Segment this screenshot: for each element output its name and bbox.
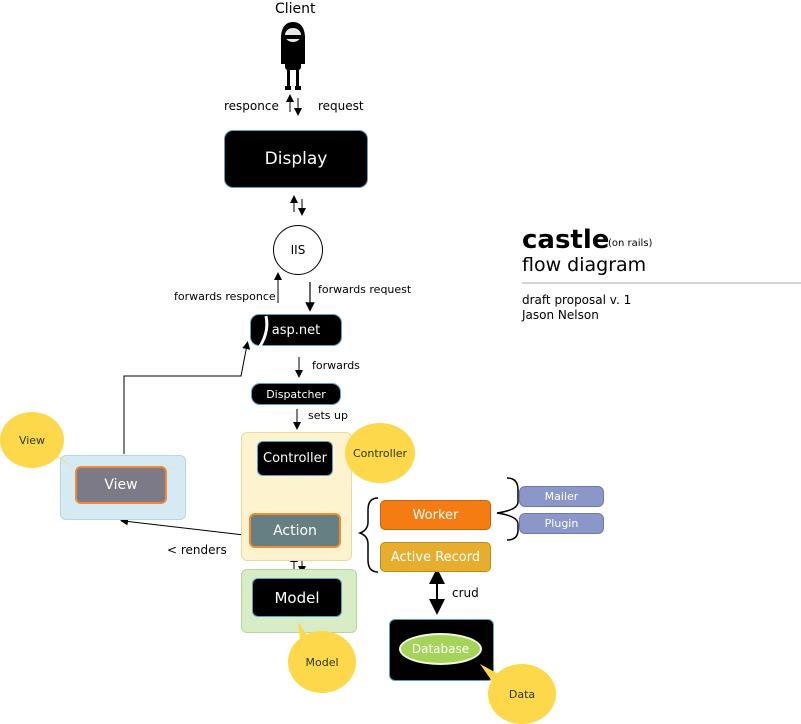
dispatcher-node-label: Dispatcher — [266, 387, 326, 401]
request-label: request — [318, 99, 364, 113]
display-node-label: Display — [264, 149, 328, 169]
database-node-label: Database — [411, 642, 470, 656]
aspnet-node-label: asp.net — [271, 322, 321, 338]
plugin-node-label: Plugin — [544, 517, 579, 530]
controller-bubble: Controller — [345, 423, 415, 483]
view-bubble: View — [0, 412, 64, 468]
active-record-node-label: Active Record — [390, 549, 481, 565]
controller-node: Controller — [257, 441, 333, 476]
worker-node: Worker — [380, 500, 491, 530]
mailer-node-label: Mailer — [544, 490, 579, 503]
responce-label: responce — [224, 99, 279, 113]
sets-up-label: sets up — [308, 409, 348, 422]
action-node-label: Action — [273, 522, 317, 539]
model-bubble: Model — [288, 631, 356, 693]
title-line2: flow diagram — [522, 254, 647, 276]
model-bubble-tail — [298, 622, 312, 642]
mailer-node: Mailer — [519, 486, 604, 507]
data-bubble-tail — [480, 664, 502, 684]
aspnet-swoosh-icon — [254, 315, 269, 353]
view-node: View — [75, 466, 167, 504]
forwards-label: forwards — [312, 359, 360, 372]
data-bubble-label: Data — [508, 687, 536, 701]
active-record-node: Active Record — [380, 542, 491, 572]
model-node-label: Model — [274, 588, 320, 607]
database-node: Database — [399, 633, 482, 665]
model-node: Model — [252, 578, 342, 617]
view-bubble-label: View — [18, 433, 46, 447]
title-sub: (on rails) — [608, 238, 653, 249]
renders-label: < renders — [167, 543, 227, 557]
iis-node: IIS — [273, 225, 323, 275]
forwards-responce-label: forwards responce — [174, 290, 276, 303]
model-bubble-label: Model — [305, 655, 339, 669]
view-bubble-tail — [50, 452, 74, 468]
controller-node-label: Controller — [263, 451, 327, 466]
crud-label: crud — [452, 586, 479, 600]
display-node: Display — [224, 130, 368, 188]
worker-node-label: Worker — [412, 507, 459, 523]
iis-node-label: IIS — [290, 243, 306, 257]
dispatcher-node: Dispatcher — [251, 383, 341, 405]
title-draft: draft proposal v. 1 — [522, 293, 632, 307]
client-label: Client — [275, 1, 316, 17]
controller-bubble-label: Controller — [352, 446, 408, 460]
action-node: Action — [249, 513, 341, 548]
plugin-node: Plugin — [519, 513, 604, 534]
title-author: Jason Nelson — [522, 308, 599, 322]
title-main: castle — [522, 225, 610, 255]
client-figure-icon — [281, 22, 305, 90]
data-bubble: Data — [488, 664, 556, 724]
forwards-request-label: forwards request — [318, 283, 412, 296]
view-node-label: View — [104, 477, 138, 493]
